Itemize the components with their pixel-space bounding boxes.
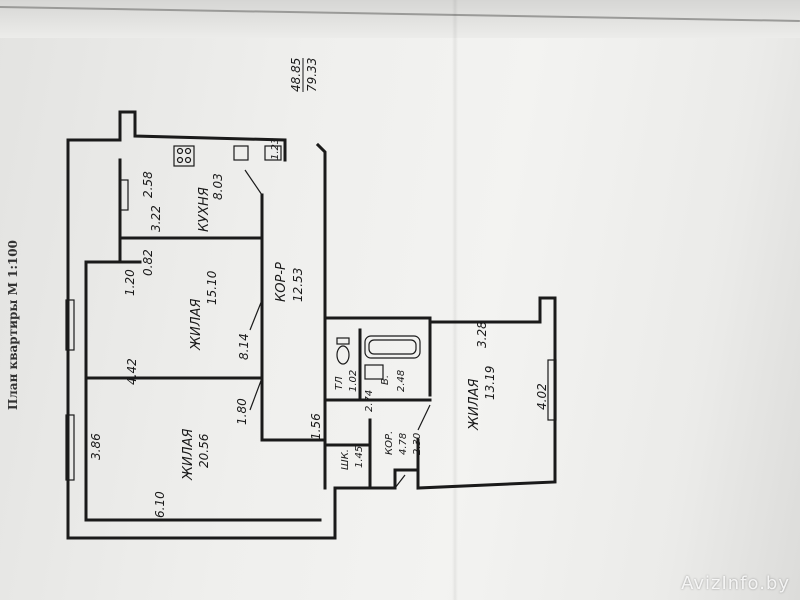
paper-fold (452, 0, 458, 600)
kitchen-area: 8.03 (211, 173, 225, 200)
dim-258: 2.58 (141, 171, 155, 198)
corridor2-area: 4.78 (398, 433, 409, 455)
living1-area: 15.10 (205, 270, 219, 305)
bathtub-icon (364, 335, 421, 359)
living2-area: 20.56 (197, 433, 211, 468)
toilet-icon (336, 345, 350, 365)
area-summary: 48.85 79.33 (289, 58, 319, 92)
dim-274: 2.74 (364, 390, 375, 412)
window-living3 (547, 359, 557, 421)
dim-328: 3.28 (475, 321, 489, 348)
outer-wall-bottom-right (333, 296, 557, 540)
window-living2 (65, 414, 75, 481)
dim-180: 1.80 (235, 398, 249, 425)
living2-label: ЖИЛАЯ (181, 429, 196, 481)
door-entrance (394, 474, 406, 489)
living3-area: 13.19 (483, 366, 497, 400)
bath-label: В. (380, 375, 391, 385)
dim-230: 2.30 (412, 433, 423, 455)
sink-icon (233, 145, 249, 161)
wc-area: 1.02 (348, 370, 359, 392)
dim-814: 8.14 (237, 333, 251, 360)
total-area: 79.33 (305, 58, 319, 92)
outer-wall-right (315, 142, 542, 324)
door-living2 (249, 377, 263, 411)
dim-442: 4.42 (125, 358, 139, 385)
kitchen-label: КУХНЯ (197, 187, 212, 232)
outer-wall-top (66, 110, 287, 162)
closet-label: ШК. (340, 449, 351, 470)
living1-label: ЖИЛАЯ (189, 299, 204, 351)
door-living1 (249, 299, 263, 331)
door-kitchen (244, 169, 263, 196)
window-kitchen (119, 179, 129, 211)
dim-402: 4.02 (535, 383, 549, 410)
dim-386: 3.86 (89, 433, 103, 460)
dim-610: 6.10 (153, 491, 167, 518)
corridor2-label: КОР. (384, 431, 395, 455)
dim-322: 3.22 (149, 205, 163, 232)
dim-082: 0.82 (141, 249, 155, 276)
corridor-area: 12.53 (291, 268, 305, 302)
outer-wall-left (66, 138, 337, 540)
washbasin-icon (364, 364, 384, 380)
bath-area: 2.48 (396, 370, 407, 392)
stove-icon (173, 145, 195, 167)
closet-area: 1.45 (354, 446, 365, 468)
dim-156: 1.56 (309, 413, 323, 440)
watermark-logo: AvizInfo.by (681, 573, 790, 594)
corridor-label: КОР-Р (274, 262, 289, 302)
living3-label: ЖИЛАЯ (467, 379, 482, 431)
living-area: 48.85 (289, 58, 303, 92)
dim-123: 1.23 (270, 138, 281, 160)
dim-120: 1.20 (123, 269, 137, 296)
vent-icon (264, 145, 282, 161)
wc-label: ТЛ (334, 376, 345, 390)
window-living1 (65, 299, 75, 351)
door-living3 (417, 404, 431, 431)
